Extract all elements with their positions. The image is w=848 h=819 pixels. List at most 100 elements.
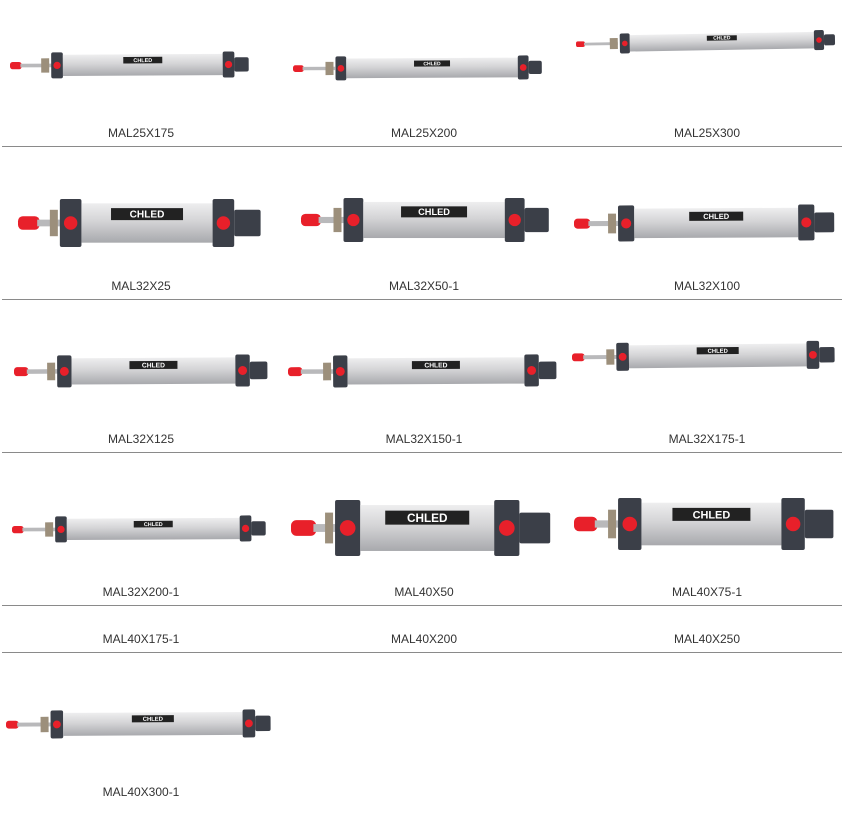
product-label[interactable]: MAL32X50-1 [388,279,460,293]
brand-logo: CHLED [423,61,441,67]
brand-logo: CHLED [130,210,165,221]
rod-nut [325,512,334,544]
brand-logo: CHLED [703,212,730,221]
cylinder-image: CHLED [18,199,261,247]
rear-mount [823,34,836,46]
cylinder: CHLED [301,198,549,242]
air-port-icon [801,217,812,228]
cylinder-barrel [346,57,518,79]
air-port-icon [57,525,65,534]
rear-mount [519,512,551,544]
product-label[interactable]: MAL40X200 [390,632,458,646]
air-port-icon [224,60,233,69]
product-label[interactable]: MAL32X25 [111,279,171,293]
product-card[interactable]: CHLED MAL32X125 [0,301,282,451]
product-label[interactable]: MAL32X200-1 [102,585,180,599]
cylinder-image: CHLED [13,354,268,388]
brand-plate [411,360,460,370]
brand-logo: CHLED [693,509,731,521]
product-card[interactable]: CHLED MAL40X75-1 [566,454,848,604]
product-label[interactable]: MAL25X300 [673,126,741,140]
rod-tip-icon [574,516,598,532]
cylinder-image: CHLED [573,204,835,242]
rod-nut [45,522,54,537]
air-port-icon [53,61,61,70]
air-port-icon [519,64,527,71]
brand-logo: CHLED [143,717,163,723]
rear-mount [255,715,271,732]
product-card[interactable]: MAL40X200 [283,607,565,652]
air-port-icon [337,65,345,72]
rod-tip-icon [292,65,304,73]
row-divider [2,146,842,147]
product-card[interactable]: CHLED MAL40X300-1 [0,654,282,814]
cylinder-image: CHLED [571,340,835,371]
product-card[interactable]: CHLED MAL32X50-1 [283,148,565,298]
cylinder-barrel [62,53,223,77]
product-card[interactable]: CHLED MAL32X175-1 [566,301,848,451]
air-port-icon [622,40,628,47]
rod-tip-icon [573,218,591,229]
product-label[interactable]: MAL25X175 [107,126,175,140]
product-label[interactable]: MAL40X250 [673,632,741,646]
product-card[interactable]: MAL40X175-1 [0,607,282,652]
piston-rod [588,220,623,227]
brand-plate [123,56,163,64]
rod-nut [47,362,56,381]
product-label[interactable]: MAL25X200 [390,126,458,140]
rear-mount [234,57,249,72]
cylinder-image: CHLED [287,354,557,388]
brand-plate [706,35,737,41]
cylinder-image: CHLED [11,515,266,543]
product-label[interactable]: MAL32X125 [107,432,175,446]
rear-mount [819,346,835,363]
cylinder-image: CHLED [574,498,834,550]
rod-nut [608,213,617,234]
cylinder: CHLED [11,515,266,543]
cylinder-image: CHLED [9,51,249,79]
rod-nut [609,38,618,50]
cylinder: CHLED [576,29,836,54]
brand-plate [111,208,184,221]
product-card[interactable]: CHLED MAL32X25 [0,148,282,298]
rear-mount [528,60,542,75]
rod-nut [325,61,334,76]
cylinder: CHLED [9,51,249,79]
product-card[interactable]: CHLED MAL32X100 [566,148,848,298]
product-label[interactable]: MAL32X150-1 [385,432,463,446]
row-divider [2,299,842,300]
product-label[interactable]: MAL40X300-1 [102,785,180,799]
product-card[interactable]: CHLED MAL40X50 [283,454,565,604]
product-label[interactable]: MAL40X175-1 [102,632,180,646]
air-port-icon [335,366,345,376]
product-label[interactable]: MAL40X75-1 [671,585,743,599]
product-label[interactable]: MAL32X100 [673,279,741,293]
product-card[interactable]: CHLED MAL25X200 [283,0,565,145]
brand-plate [689,211,744,221]
rear-mount [524,207,549,233]
cylinder-barrel [347,357,525,385]
air-port-icon [527,365,537,375]
rod-nut [333,207,342,233]
brand-logo: CHLED [713,35,731,41]
brand-plate [129,360,178,370]
rod-tip-icon [13,367,29,377]
rod-tip-icon [571,353,585,362]
row-divider [2,452,842,453]
brand-plate [672,507,751,521]
rod-tip-icon [18,216,40,230]
product-card[interactable]: CHLED MAL32X200-1 [0,454,282,604]
cylinder: CHLED [18,199,261,247]
rear-mount [814,212,835,233]
cylinder-image: CHLED [291,500,551,556]
product-card[interactable]: MAL40X250 [566,607,848,652]
product-card[interactable]: CHLED MAL25X175 [0,0,282,145]
air-port-icon [785,516,801,532]
product-label[interactable]: MAL40X50 [394,585,454,599]
product-label[interactable]: MAL32X175-1 [668,432,746,446]
brand-plate [385,510,470,525]
cylinder-image: CHLED [576,29,836,54]
brand-plate [696,346,739,355]
product-card[interactable]: CHLED MAL32X150-1 [283,301,565,451]
product-card[interactable]: CHLED MAL25X300 [566,0,848,145]
